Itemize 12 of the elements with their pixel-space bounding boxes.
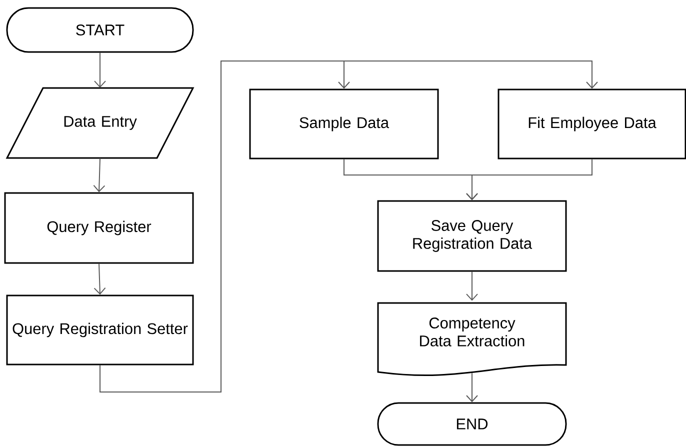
process-box: Query Registration Setter: [6, 294, 194, 366]
arrow: [93, 158, 106, 192]
arrow: [94, 263, 106, 295]
process-box: Save Query Registration Data: [377, 200, 567, 272]
arrow: [466, 271, 478, 301]
arrow: [466, 158, 592, 200]
process-box: Fit Employee Data: [498, 88, 686, 160]
arrow: [100, 60, 598, 392]
process-box: Query Register: [4, 192, 194, 264]
arrow: [94, 52, 106, 88]
arrow: [466, 372, 478, 402]
process-box: Sample Data: [249, 88, 439, 160]
